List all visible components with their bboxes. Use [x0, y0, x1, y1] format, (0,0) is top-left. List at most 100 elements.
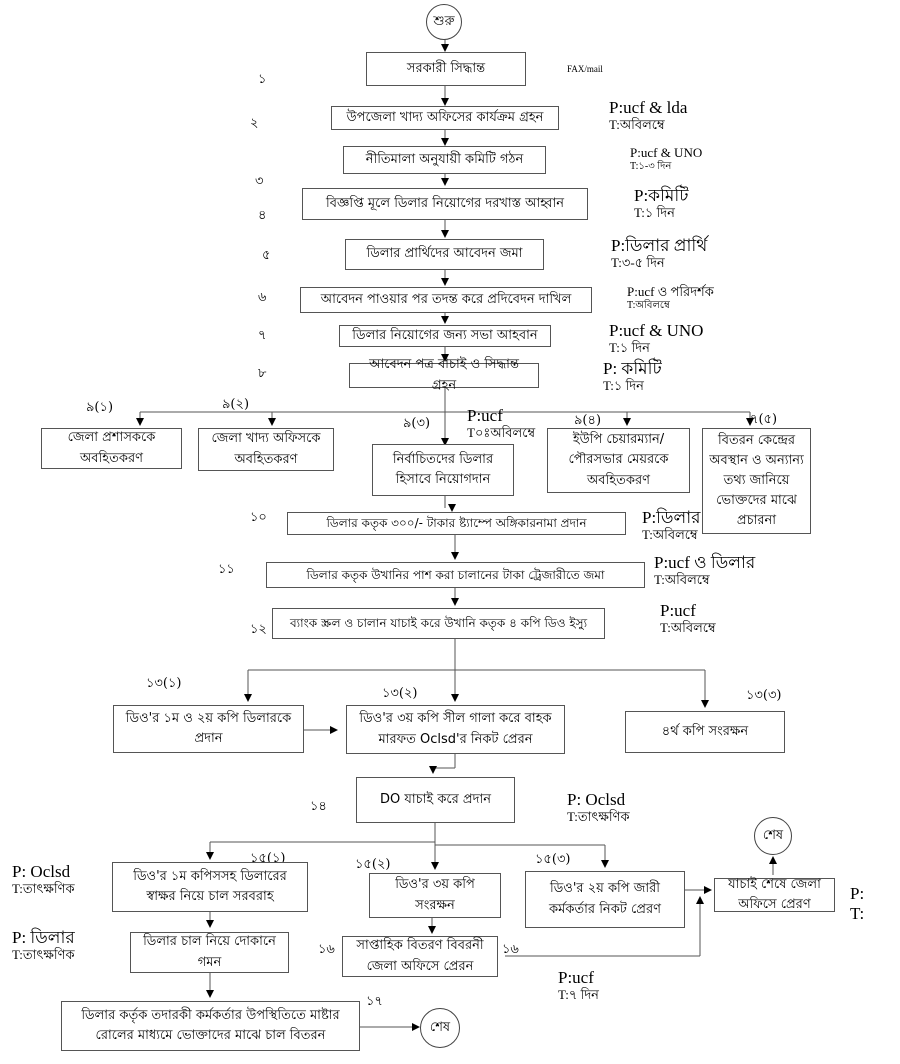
step-8-box: আবেদন পত্র বাচাই ও সিদ্ধান্ত গ্রহন — [349, 357, 539, 393]
step-13-1-number: ১৩(১) — [146, 676, 182, 691]
step-9-5-text: বিতরন কেন্দ্রের অবস্থান ও অন্যান্য তথ্য … — [709, 432, 804, 529]
step-7-time: T:১ দিন — [609, 339, 650, 355]
step-9-2-number: ৯(২) — [222, 397, 250, 412]
step-4-annotation: P:কমিটিT:১ দিন — [634, 186, 689, 220]
step-2-person: P:ucf & lda — [609, 98, 688, 117]
final-check-person: P: — [850, 884, 865, 903]
step-17-number: ১৭ — [366, 994, 383, 1009]
step-12-time: T:অবিলম্বে — [660, 619, 716, 635]
final-check-box: যাচাই শেষে জেলা অফিসে প্রেরণ — [714, 876, 835, 912]
step-3-person: P:ucf & UNO — [630, 145, 703, 160]
start-node: শুরু — [426, 4, 462, 40]
step-15-3-number: ১৫(৩) — [535, 852, 571, 867]
step-1-text: সরকারী সিদ্ধান্ত — [406, 60, 486, 76]
step-2-text: উপজেলা খাদ্য অফিসের কার্যক্রম গ্রহন — [346, 109, 544, 125]
step-6-text: আবেদন পাওয়ার পর তদন্ত করে প্রদিবেদন দাখ… — [320, 291, 572, 307]
step-9-3-time: T০ঃঅবিলম্বে — [467, 424, 536, 440]
step-3-time: T:১-৩ দিন — [630, 160, 672, 172]
step-8-text: আবেদন পত্র বাচাই ও সিদ্ধান্ত গ্রহন — [369, 357, 519, 393]
step-8-person: P: কমিটি — [603, 359, 662, 378]
step-14-text: DO যাচাই করে প্রদান — [380, 791, 491, 807]
step-5-person: P:ডিলার প্রার্থি — [611, 236, 708, 255]
step-1-number: ১ — [258, 72, 267, 87]
step-8-annotation: P: কমিটিT:১ দিন — [603, 359, 662, 393]
step-11-time: T:অবিলম্বে — [654, 571, 710, 587]
step-3-text: নীতিমালা অনুযায়ী কমিটি গঠন — [365, 151, 524, 167]
end-label-top: শেষ — [762, 827, 784, 843]
step-6-person: P:ucf ও পরিদর্শক — [627, 284, 714, 299]
step-16-box: সাপ্তাহিক বিতরণ বিবরনী জেলা অফিসে প্রেরন — [342, 936, 498, 977]
step-7-person: P:ucf & UNO — [609, 321, 704, 340]
step-15-2-number: ১৫(২) — [355, 857, 391, 872]
step-10-text: ডিলার কতৃক ৩০০/- টাকার ষ্ট্যাম্পে অঙ্গিক… — [326, 516, 587, 531]
step-16-time: T:৭ দিন — [558, 986, 599, 1002]
step-16-person: P:ucf — [558, 968, 594, 987]
final-check-annotation: P:T: — [850, 884, 864, 923]
step-12-person: P:ucf — [660, 601, 696, 620]
step-5-number: ৫ — [262, 248, 271, 263]
step-13-2-text-line2: মারফত Oclsd'র নিকট প্রেরন — [378, 731, 533, 747]
step-1-box: সরকারী সিদ্ধান্ত — [366, 52, 526, 86]
step-2-box: উপজেলা খাদ্য অফিসের কার্যক্রম গ্রহন — [331, 106, 559, 130]
end-label-bottom: শেষ — [429, 1019, 451, 1035]
step-13-1-text: ডিও'র ১ম ও ২য় কপি ডিলারকে প্রদান — [125, 710, 292, 746]
step-13-2-box: ডিও'র ৩য় কপি সীল গালা করে বাহক মারফত Oc… — [346, 705, 565, 754]
step-7-text: ডিলার নিয়োগের জন্য সভা আহবান — [352, 327, 538, 343]
step-13-1-box: ডিও'র ১ম ও ২য় কপি ডিলারকে প্রদান — [113, 705, 304, 753]
step-9-1-text: জেলা প্রশাসককে অবহিতকরণ — [67, 430, 156, 466]
step-11-box: ডিলার কতৃক উখানির পাশ করা চালানের টাকা ট… — [266, 562, 645, 588]
step-10-time: T:অবিলম্বে — [642, 526, 698, 542]
step-9-5-box: বিতরন কেন্দ্রের অবস্থান ও অন্যান্য তথ্য … — [702, 428, 811, 534]
step-13-3-text: ৪র্থ কপি সংরক্ষন — [661, 723, 749, 739]
step-4-text: বিজ্ঞপ্তি মূলে ডিলার নিয়োগের দরখাস্ত আহ… — [326, 195, 564, 211]
step-16-number: ১৬ — [318, 942, 335, 957]
step-6-number: ৬ — [258, 290, 267, 305]
final-check-text: যাচাই শেষে জেলা অফিসে প্রেরণ — [728, 876, 821, 912]
step-15-2-text: ডিও'র ৩য় কপি সংরক্ষন — [395, 877, 475, 913]
step-13-3-number: ১৩(৩) — [746, 688, 782, 703]
step-5-text: ডিলার প্রার্থিদের আবেদন জমা — [366, 246, 523, 262]
step-8-number: ৮ — [258, 366, 267, 381]
step-9-3-person: P:ucf — [467, 406, 503, 425]
step-shop-box: ডিলার চাল নিয়ে দোকানে গমন — [130, 932, 289, 973]
step-14-person: P: Oclsd — [567, 790, 626, 809]
step-6-time: T:অবিলম্বে — [627, 299, 670, 311]
step-9-1-number: ৯(১) — [86, 400, 114, 415]
step-5-box: ডিলার প্রার্থিদের আবেদন জমা — [345, 239, 544, 270]
step-shop-time: T:তাৎক্ষণিক — [12, 946, 75, 962]
step-11-person: P:ucf ও ডিলার — [654, 553, 756, 572]
step-10-number: ১০ — [250, 510, 267, 525]
step-9-3-text: নির্বাচিতদের ডিলার হিসাবে নিয়োগদান — [392, 451, 494, 487]
step-5-time: T:৩-৫ দিন — [611, 254, 665, 270]
end-node-top: শেষ — [754, 817, 792, 855]
final-check-time: T: — [850, 903, 865, 923]
step-12-text: ব্যাংক স্ক্রল ও চালান যাচাই করে উখানি কত… — [289, 616, 588, 631]
step-16-number-right: ১৬ — [502, 942, 519, 957]
step-15-3-box: ডিও'র ২য় কপি জারী কর্মকর্তার নিকট প্রের… — [525, 871, 685, 928]
step-13-3-box: ৪র্থ কপি সংরক্ষন — [625, 711, 785, 753]
step-13-2-text-line1: ডিও'র ৩য় কপি সীল গালা করে বাহক — [359, 711, 552, 727]
step-15-1-time: T:তাৎক্ষণিক — [12, 880, 75, 896]
step-15-2-box: ডিও'র ৩য় কপি সংরক্ষন — [369, 873, 501, 918]
step-shop-person: P: ডিলার — [12, 928, 75, 947]
step-9-5-number: ৭(৫) — [750, 412, 778, 427]
step-11-number: ১১ — [218, 562, 235, 577]
step-12-box: ব্যাংক স্ক্রল ও চালান যাচাই করে উখানি কত… — [272, 608, 605, 639]
step-4-box: বিজ্ঞপ্তি মূলে ডিলার নিয়োগের দরখাস্ত আহ… — [302, 188, 588, 220]
step-7-number: ৭ — [258, 328, 267, 343]
step-17-box: ডিলার কর্তৃক তদারকী কর্মকর্তার উপস্থিতিত… — [61, 1001, 360, 1051]
step-9-3-number: ৯(৩) — [403, 416, 431, 431]
step-17-text: ডিলার কর্তৃক তদারকী কর্মকর্তার উপস্থিতিত… — [81, 1007, 340, 1043]
step-16-text: সাপ্তাহিক বিতরণ বিবরনী জেলা অফিসে প্রেরন — [356, 938, 484, 974]
